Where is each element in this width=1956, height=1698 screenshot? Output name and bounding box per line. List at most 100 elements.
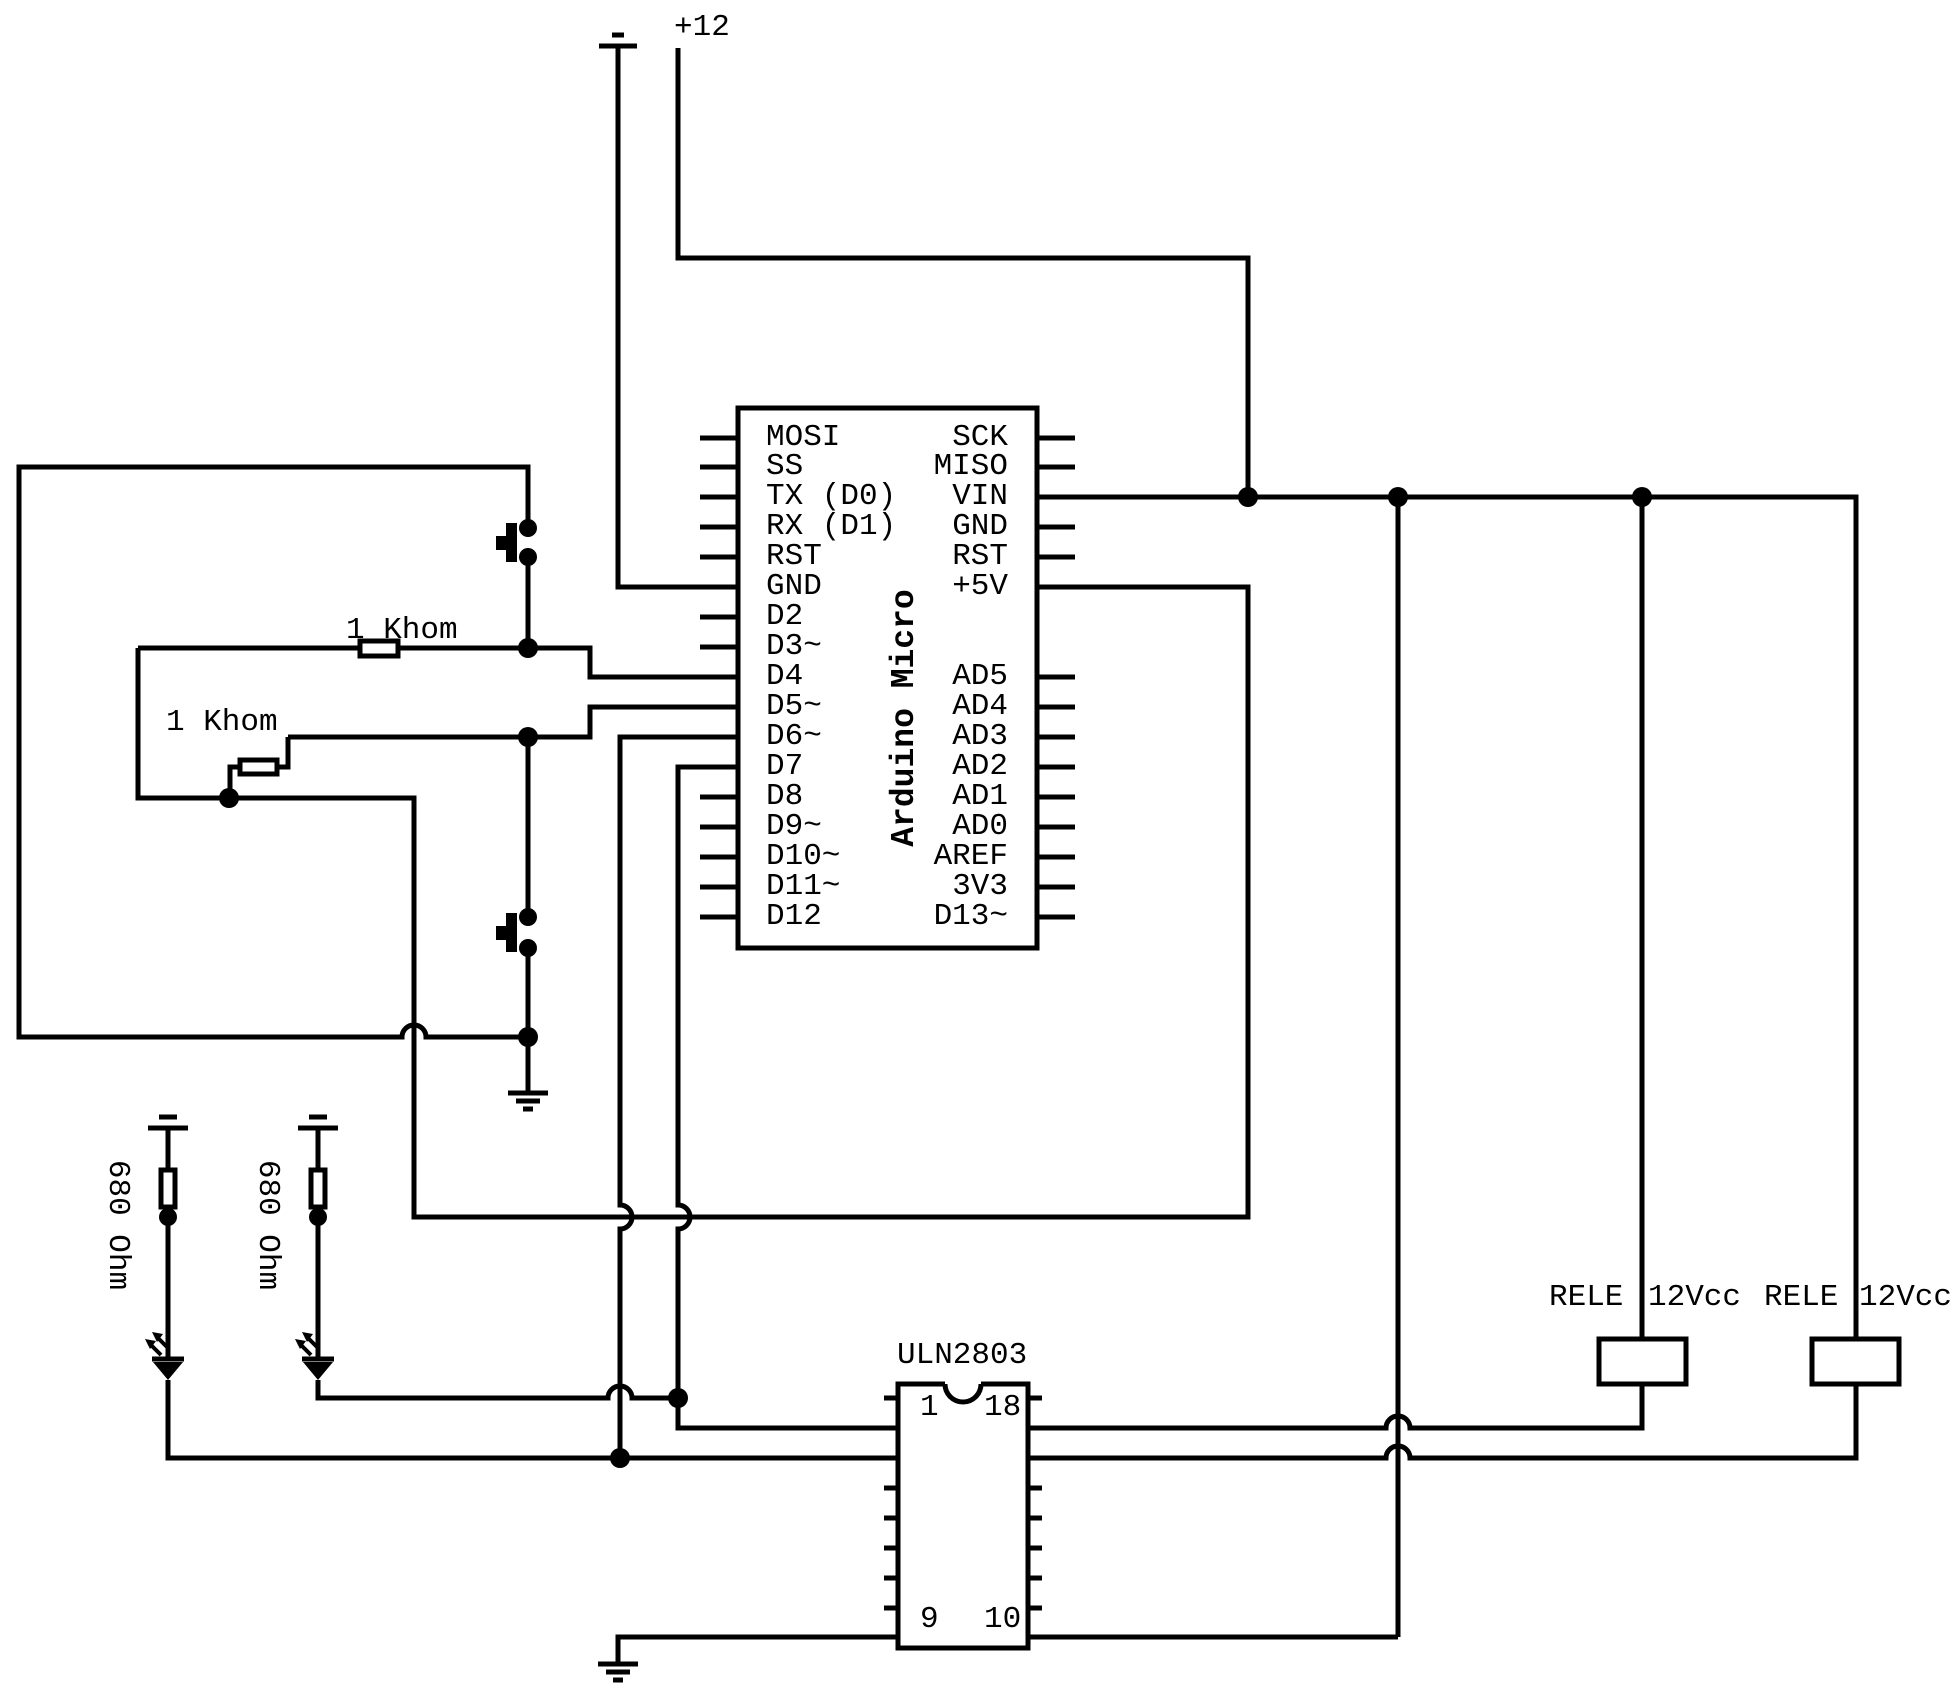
wire-relay1-bottom — [1028, 1384, 1645, 1431]
pin-label-rst-left: RST — [766, 539, 822, 574]
relay2-box — [1809, 1336, 1902, 1387]
pin-label-aref: AREF — [933, 839, 1008, 874]
resistor-pullup2-label: 1 Khom — [166, 705, 278, 740]
wire-relay2-bottom — [1028, 1384, 1859, 1461]
button2-terminal-bottom — [519, 939, 537, 957]
button1-actuator — [496, 536, 506, 550]
junction-vin-plus12 — [1238, 487, 1258, 507]
resistor-pullup1-label: 1 Khom — [346, 613, 458, 648]
driver-pin9-label: 9 — [920, 1602, 939, 1637]
pin-label-d12: D12 — [766, 899, 822, 934]
driver-name-label: ULN2803 — [897, 1338, 1028, 1373]
wire-d6-to-uln3 — [617, 734, 738, 1458]
pin-label-ad0: AD0 — [952, 809, 1008, 844]
pin-label-d11: D11~ — [766, 869, 841, 904]
button1-terminal-top — [519, 519, 537, 537]
ground-led2-icon — [298, 1114, 338, 1131]
pin-label-ad1: AD1 — [952, 779, 1008, 814]
pin-label-d6: D6~ — [766, 719, 822, 754]
driver-pin1-label: 1 — [920, 1390, 939, 1425]
relay1-rating-label: 12Vcc — [1648, 1280, 1742, 1315]
pin-label-d5: D5~ — [766, 689, 822, 724]
resistor-pullup2-icon — [237, 757, 280, 777]
pin-label-gnd-left: GND — [766, 569, 822, 604]
pin-label-ad3: AD3 — [952, 719, 1008, 754]
arduino-left-pin-stubs — [700, 435, 738, 920]
relay1-name-label: RELE — [1549, 1280, 1624, 1315]
pin-label-rx: RX (D1) — [766, 509, 897, 544]
wire-led2-to-uln2 — [315, 1128, 678, 1401]
resistor-led2-icon — [308, 1167, 328, 1210]
button2-actuator — [496, 926, 506, 940]
uln-right-pin-stubs — [1028, 1395, 1042, 1611]
ground-button2-icon — [508, 1090, 548, 1112]
junction-led2-d7 — [668, 1388, 688, 1408]
wire-vin-rail — [1037, 494, 1859, 1339]
pin-label-d8: D8 — [766, 779, 804, 814]
wire-uln-pin9-ground — [615, 1634, 898, 1664]
arduino-right-pin-stubs — [1037, 435, 1075, 920]
pin-label-d10: D10~ — [766, 839, 841, 874]
junction-vin-relay1 — [1632, 487, 1652, 507]
ground-top-icon — [599, 32, 637, 49]
ground-uln-icon — [598, 1661, 638, 1683]
wire-led1-to-uln3 — [165, 1128, 898, 1461]
resistor-led1-icon — [158, 1167, 178, 1210]
uln-left-pin-stubs — [884, 1395, 898, 1611]
supply-label: +12 — [674, 10, 730, 45]
relay2-name-label: RELE — [1764, 1280, 1839, 1315]
wire-d7-to-uln2 — [675, 764, 898, 1431]
pin-label-ad4: AD4 — [952, 689, 1008, 724]
wire-gnd-to-arduino — [615, 46, 738, 590]
uln-box — [895, 1381, 1031, 1651]
resistor-led2-label: 680 Ohm — [250, 1159, 285, 1291]
pin-label-vin: VIN — [952, 479, 1008, 514]
uln-notch-icon — [942, 1383, 984, 1405]
junction-led1-d6 — [610, 1448, 630, 1468]
resistor-pullup1-icon — [357, 638, 401, 659]
pin-label-ad5: AD5 — [952, 659, 1008, 694]
junction-d4-button1 — [518, 638, 538, 658]
pin-label-d9: D9~ — [766, 809, 822, 844]
wire-plus12 — [675, 48, 1251, 497]
pin-label-gnd-right: GND — [952, 509, 1008, 544]
relay2-rating-label: 12Vcc — [1859, 1280, 1953, 1315]
pin-label-d13: D13~ — [933, 899, 1008, 934]
junction-resistor2-5v — [219, 788, 239, 808]
pin-label-tx: TX (D0) — [766, 479, 897, 514]
button2-icon — [506, 913, 517, 952]
pin-label-d4: D4 — [766, 659, 804, 694]
pin-label-ss: SS — [766, 449, 804, 484]
pin-label-mosi: MOSI — [766, 420, 841, 455]
led2-arrowheads — [295, 1332, 313, 1349]
junction-d5-button2 — [518, 727, 538, 747]
pin-label-3v3: 3V3 — [952, 869, 1008, 904]
junction-button2-ground — [518, 1027, 538, 1047]
junction-vin-com — [1388, 487, 1408, 507]
button2-terminal-top — [519, 908, 537, 926]
pin-label-ad2: AD2 — [952, 749, 1008, 784]
ground-led1-icon — [148, 1114, 188, 1131]
button1-terminal-bottom — [519, 548, 537, 566]
pin-label-sck: SCK — [952, 420, 1008, 455]
pin-label-d3: D3~ — [766, 629, 822, 664]
junction-led2-resistor — [309, 1208, 327, 1226]
pin-label-rst-right: RST — [952, 539, 1008, 574]
button1-icon — [506, 523, 517, 562]
resistor-led1-label: 680 Ohm — [100, 1159, 135, 1291]
relay1-box — [1596, 1336, 1689, 1387]
led1-arrowheads — [145, 1332, 163, 1349]
pin-label-miso: MISO — [933, 449, 1008, 484]
driver-pin10-label: 10 — [984, 1602, 1022, 1637]
arduino-box — [735, 405, 1040, 951]
pin-label-5v: +5V — [952, 569, 1008, 604]
wire-5v-loop — [135, 584, 1251, 1220]
wire-outer-loop — [16, 464, 531, 1040]
junction-led1-resistor — [159, 1208, 177, 1226]
wire-d5-node — [288, 704, 738, 740]
led2-icon — [303, 1362, 333, 1380]
pin-label-d2: D2 — [766, 599, 804, 634]
pin-label-d7: D7 — [766, 749, 804, 784]
